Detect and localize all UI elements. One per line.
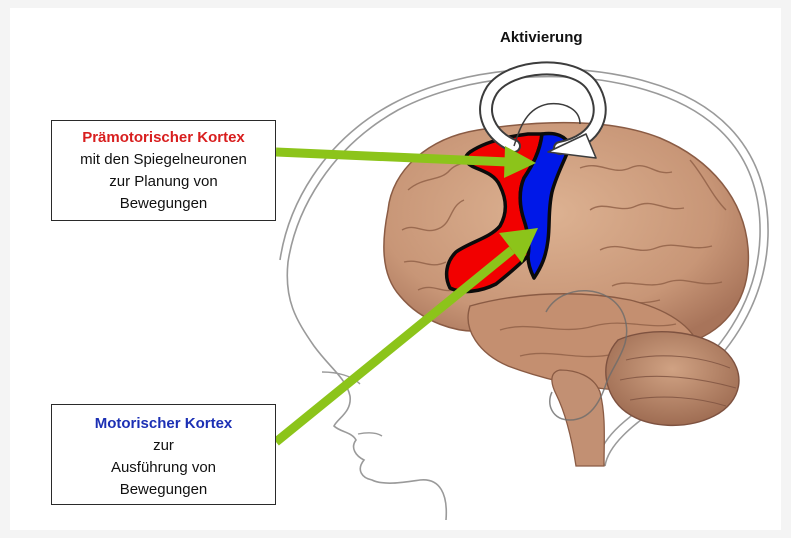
motor-cortex-line-2: Ausführung von [52, 457, 275, 479]
motor-cortex-label-box: Motorischer Kortex zur Ausführung von Be… [51, 404, 276, 505]
premotor-cortex-line-3: Bewegungen [52, 193, 275, 215]
activation-label: Aktivierung [500, 29, 583, 46]
premotor-cortex-line-1: mit den Spiegelneuronen [52, 149, 275, 171]
motor-cortex-line-1: zur [52, 435, 275, 457]
premotor-cortex-label-box: Prämotorischer Kortex mit den Spiegelneu… [51, 120, 276, 221]
motor-cortex-line-3: Bewegungen [52, 479, 275, 501]
motor-cortex-title: Motorischer Kortex [52, 413, 275, 435]
premotor-cortex-line-2: zur Planung von [52, 171, 275, 193]
premotor-cortex-title: Prämotorischer Kortex [52, 127, 275, 149]
